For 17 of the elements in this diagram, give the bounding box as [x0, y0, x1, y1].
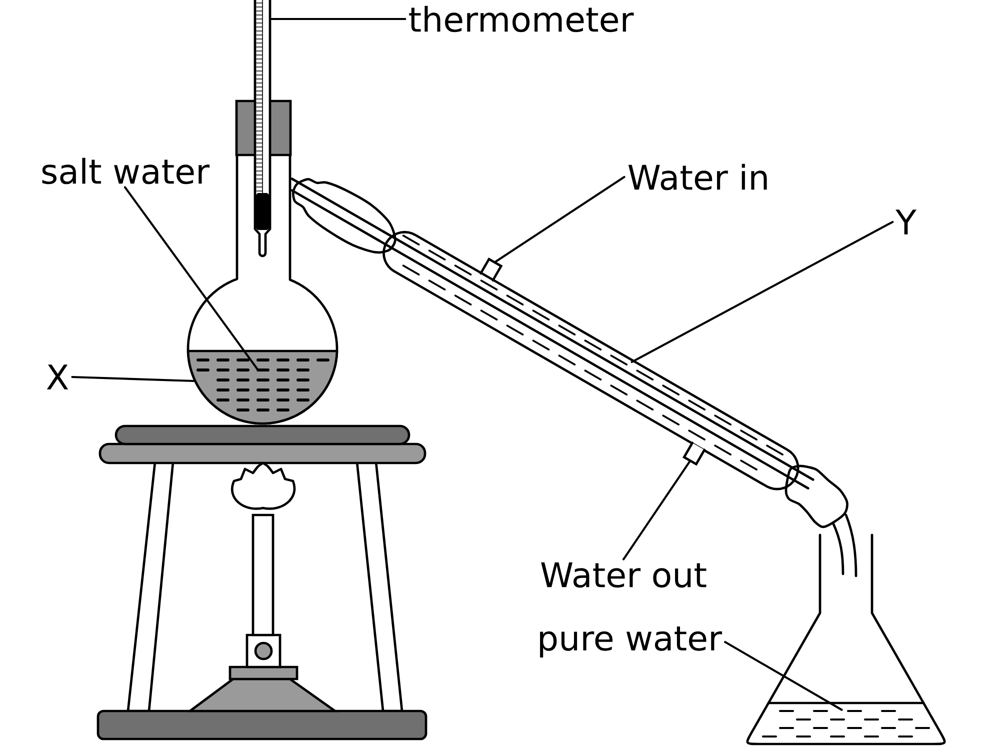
leader-line [494, 176, 626, 263]
part-label: Y [896, 210, 916, 234]
leader-line [270, 18, 406, 20]
leader-line [622, 460, 691, 560]
part-label: X [46, 364, 68, 390]
part-label: pure water [540, 626, 722, 658]
part-label: thermometer [409, 6, 634, 32]
leader-line [71, 376, 196, 382]
liquid [186, 350, 338, 425]
leader-line [724, 640, 843, 711]
leader-line [630, 220, 894, 364]
thermometer [254, 0, 272, 258]
leader-line [124, 186, 259, 371]
part-label: salt water [42, 158, 210, 184]
part-label: Water in [628, 164, 767, 190]
part-label: Water out [541, 562, 706, 588]
liquid [762, 702, 930, 738]
